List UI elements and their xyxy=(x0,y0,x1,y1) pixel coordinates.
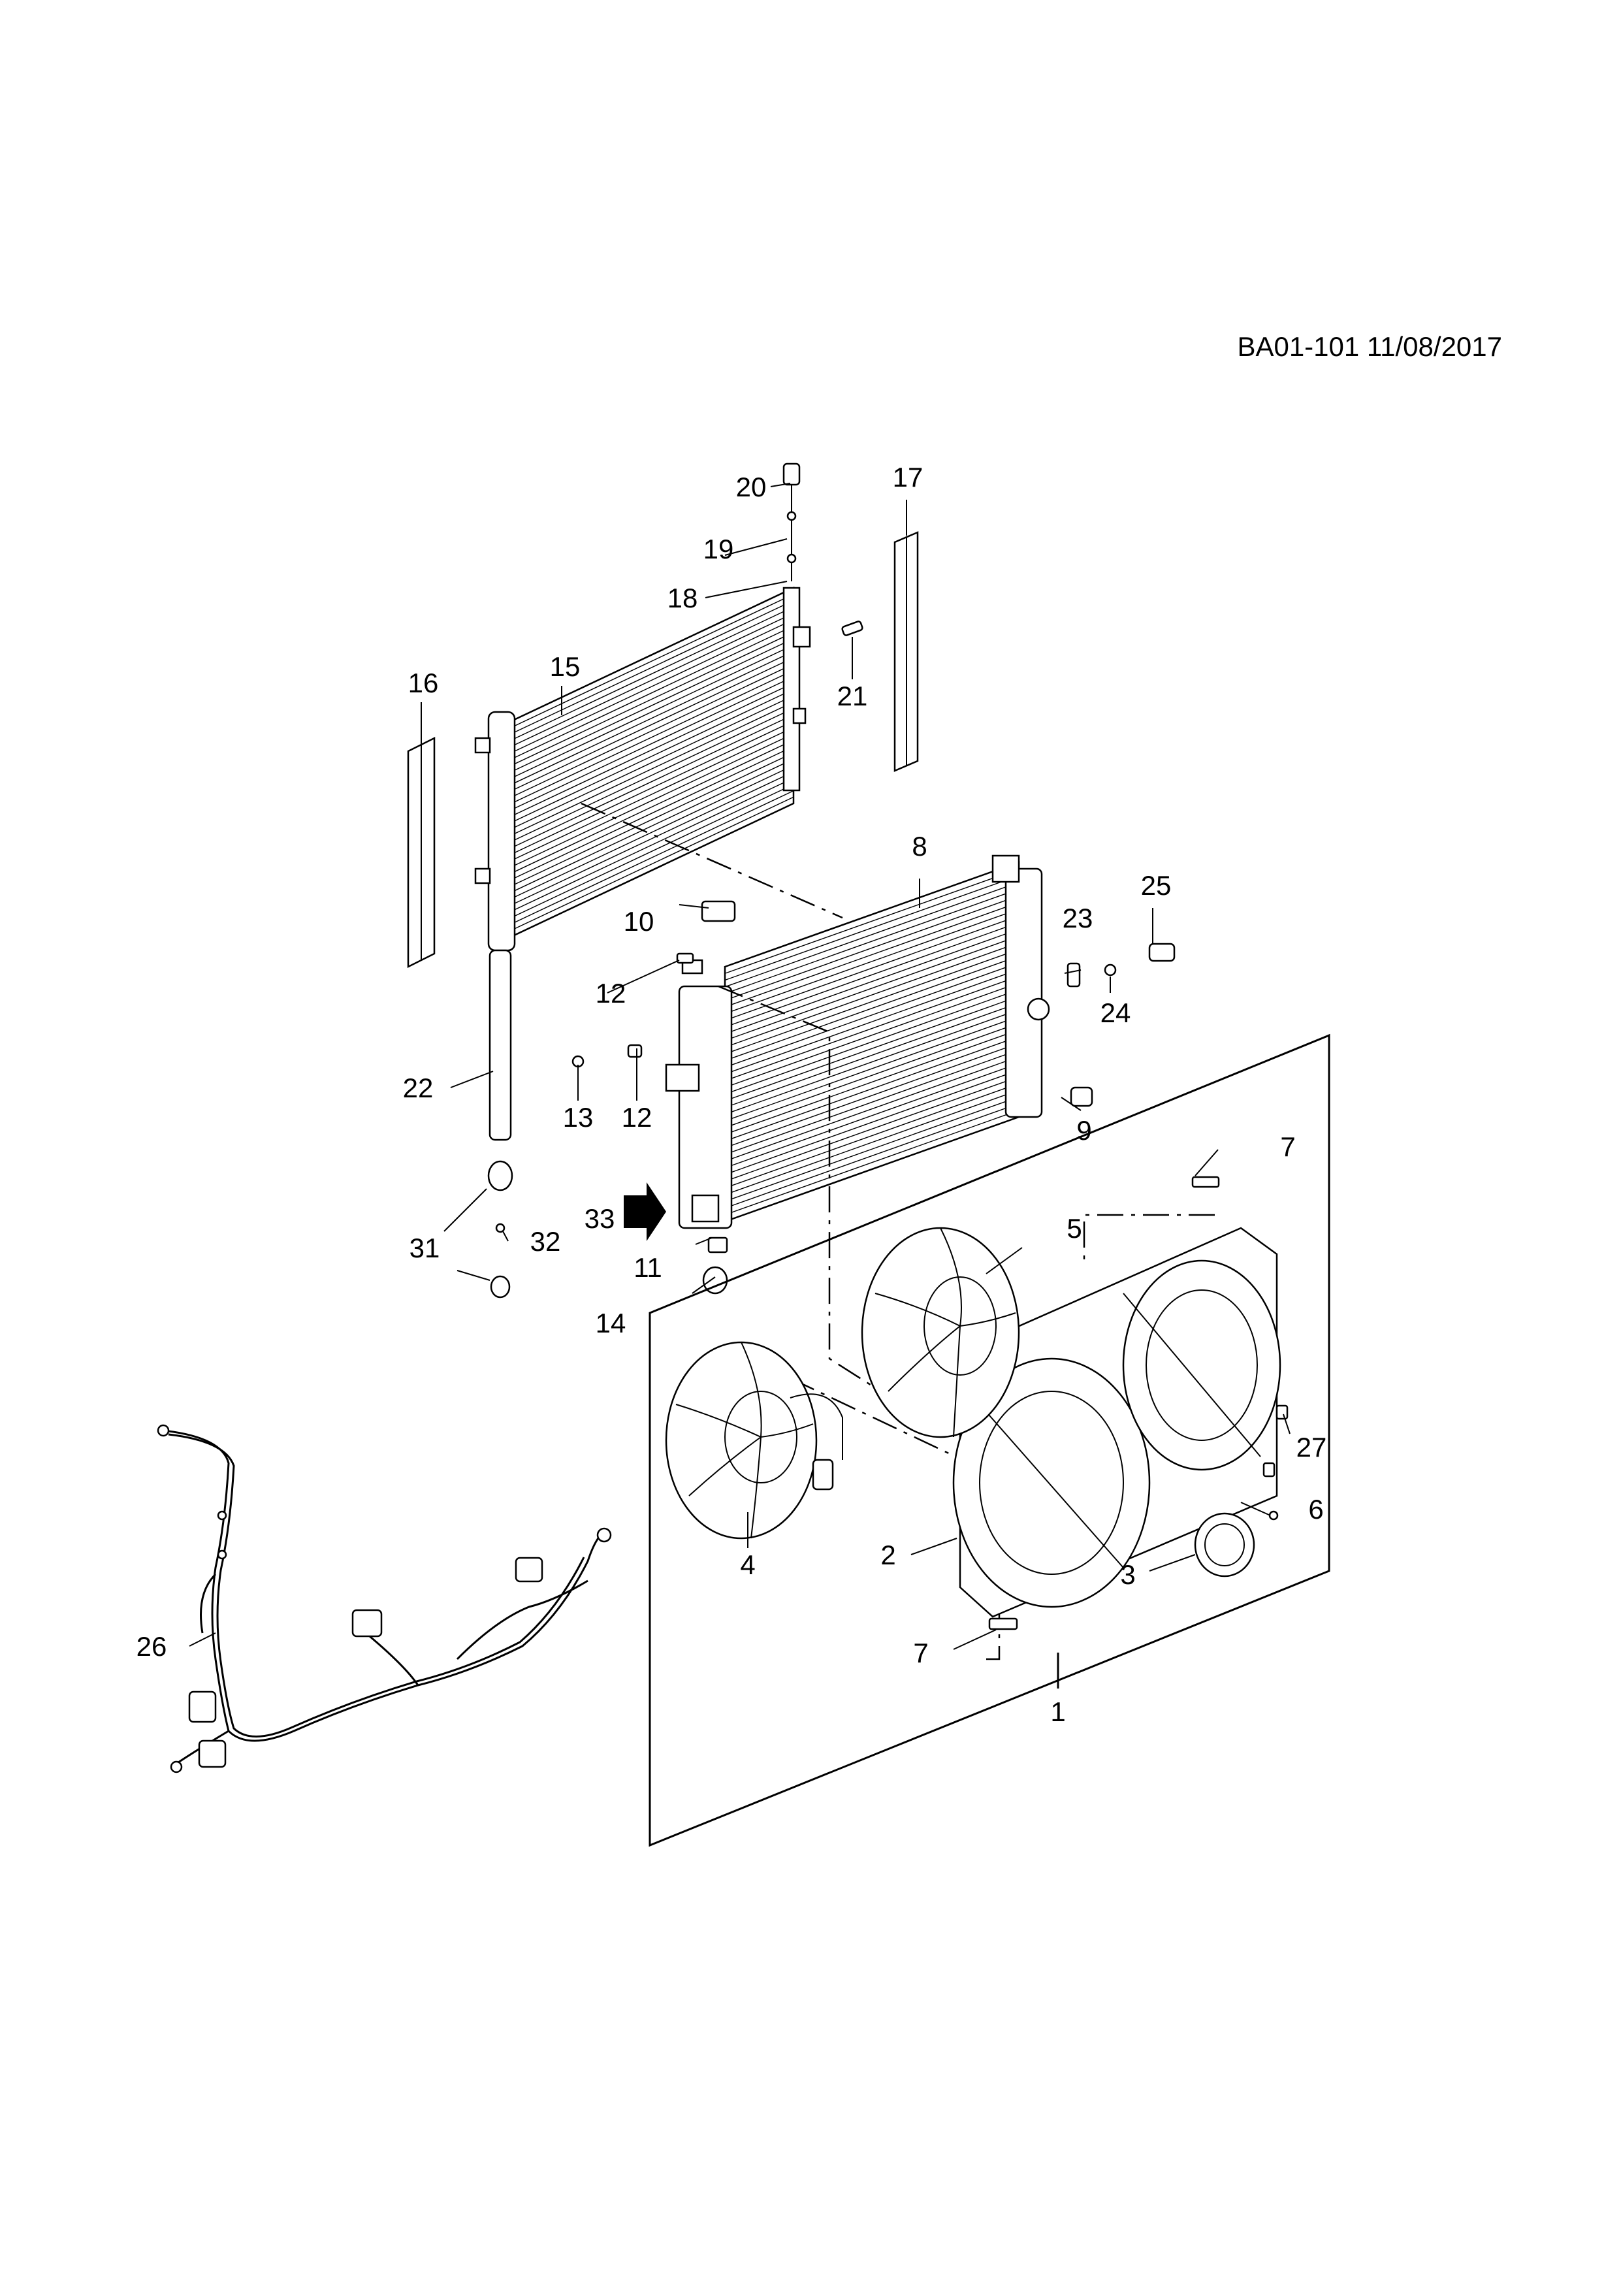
callout-25: 25 xyxy=(1141,870,1172,901)
callout-21: 21 xyxy=(837,681,868,711)
callout-18: 18 xyxy=(667,583,698,613)
callout-17: 17 xyxy=(893,462,923,493)
condenser-bracket-right xyxy=(893,531,919,772)
callout-15: 15 xyxy=(550,651,581,682)
callout-3: 3 xyxy=(1120,1559,1135,1590)
front-direction-arrow xyxy=(624,1182,666,1241)
drawing-code: BA01-101 11/08/2017 xyxy=(1237,331,1502,362)
fan-upper xyxy=(861,1227,1020,1438)
callout-27: 27 xyxy=(1296,1432,1327,1463)
callout-5: 5 xyxy=(1067,1213,1082,1244)
leader-lines xyxy=(189,483,1291,1689)
callout-31: 31 xyxy=(409,1233,440,1263)
callout-2: 2 xyxy=(880,1540,895,1570)
callout-7-upper: 7 xyxy=(1280,1131,1295,1162)
callout-33: 33 xyxy=(585,1203,615,1234)
callout-14: 14 xyxy=(596,1308,626,1338)
callout-22: 22 xyxy=(403,1073,434,1103)
callout-24: 24 xyxy=(1100,997,1131,1028)
callout-1: 1 xyxy=(1050,1696,1065,1727)
radiator xyxy=(665,854,1050,1229)
receiver-dryer xyxy=(487,949,513,1299)
condenser-fittings xyxy=(782,462,863,636)
callout-20: 20 xyxy=(736,472,767,502)
fan-resistor xyxy=(1194,1512,1255,1577)
condenser xyxy=(474,587,811,952)
fan-shroud xyxy=(952,1227,1281,1618)
callout-4: 4 xyxy=(740,1549,755,1580)
assembly-frame xyxy=(649,1033,1330,1847)
callout-10: 10 xyxy=(624,906,654,937)
fan-lower xyxy=(665,1341,843,1540)
callout-9: 9 xyxy=(1076,1115,1091,1146)
callout-32: 32 xyxy=(530,1226,561,1257)
callout-labels: 1 2 3 4 5 6 7 7 8 9 10 11 12 12 13 14 15… xyxy=(136,462,1327,1727)
callout-23: 23 xyxy=(1063,903,1093,933)
callout-8: 8 xyxy=(912,831,927,862)
callout-12-lower: 12 xyxy=(622,1102,652,1133)
callout-19: 19 xyxy=(703,534,734,564)
callout-16: 16 xyxy=(408,668,439,698)
condenser-bracket-left xyxy=(407,736,436,969)
callout-7-lower: 7 xyxy=(913,1638,928,1668)
callout-11: 11 xyxy=(634,1252,662,1283)
wiring-harness xyxy=(157,1424,612,1773)
callout-13: 13 xyxy=(563,1102,594,1133)
callout-6: 6 xyxy=(1308,1494,1323,1525)
callout-12-upper: 12 xyxy=(596,978,626,1009)
callout-26: 26 xyxy=(136,1631,167,1662)
radiator-small-parts xyxy=(571,943,1176,1295)
